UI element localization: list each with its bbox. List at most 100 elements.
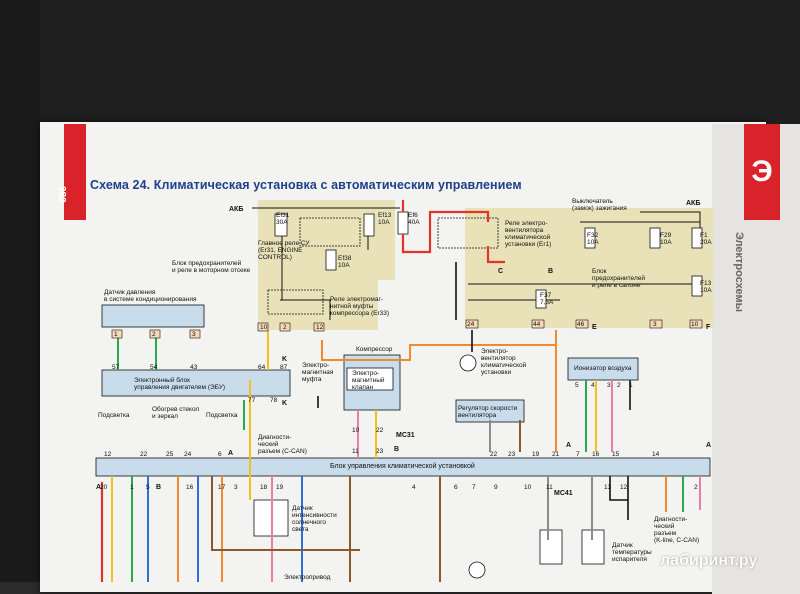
pin-blk-44: 44 — [533, 321, 541, 328]
clutch-label: Электро- магнитная муфта — [302, 362, 334, 383]
valve-label: Электро- магнитный клапан — [352, 370, 385, 391]
pin-bus-6: 6 — [218, 451, 222, 458]
pin-low-6: 6 — [454, 484, 458, 491]
fuse-f32: F32 10A — [587, 232, 599, 246]
blue-wires — [147, 476, 303, 582]
watermark: лабиринт.ру — [660, 552, 758, 569]
backlight1-label: Подсветка — [98, 412, 130, 419]
pin-bus-22b: 22 — [490, 451, 498, 458]
pin-low-12: 12 — [620, 484, 628, 491]
pin-ion-2: 2 — [617, 382, 621, 389]
background-left — [0, 0, 40, 582]
pin-low-7: 7 — [472, 484, 476, 491]
letter-e: E — [592, 324, 597, 331]
fan-relay-label: Реле электро- вентилятора климатической … — [505, 220, 552, 248]
gray-wires — [489, 420, 593, 540]
compressor-label: Компрессор — [356, 346, 393, 353]
fuse-ef31: Ef31 30A — [276, 212, 290, 226]
pin-ecu-64: 64 — [258, 364, 266, 371]
fuse-f13: F13 10A — [700, 280, 712, 294]
pin-low-4: 4 — [412, 484, 416, 491]
pin-blk-24: 24 — [467, 321, 475, 328]
compressor-relay-label: Реле электромаг- нитной муфты компрессор… — [330, 296, 390, 317]
pin-bus-16: 16 — [592, 451, 600, 458]
pin-low-18: 18 — [260, 484, 268, 491]
page-number-tab: 382 — [56, 124, 86, 220]
letter-a3: A — [706, 442, 712, 449]
diag-c-can-label: Диагности- ческий разъем (C-CAN) — [258, 434, 307, 455]
pin-mc-22: 22 — [376, 427, 384, 434]
pin-p-sens-2: 2 — [152, 331, 156, 338]
pin-ecu-77: 77 — [248, 397, 256, 404]
pin-ion-3: 3 — [607, 382, 611, 389]
fuse-f1: F1 20A — [700, 232, 712, 246]
pin-blk-46: 46 — [577, 321, 585, 328]
letter-a4: A — [96, 484, 102, 491]
akb-right-label: АКБ — [686, 200, 701, 207]
pin-bus-12: 12 — [104, 451, 112, 458]
pin-mc-10: 10 — [352, 427, 360, 434]
pin-ecu-2: 2 — [283, 324, 287, 331]
mc31-label: MC31 — [396, 432, 415, 439]
pin-p-sens-1: 1 — [114, 331, 118, 338]
pin-ecu-78: 78 — [270, 397, 278, 404]
pin-ecu-87: 87 — [280, 364, 288, 371]
black-wires — [317, 262, 631, 520]
pin-low-20: 20 — [100, 484, 108, 491]
pin-ecu-57: 57 — [112, 364, 120, 371]
pin-p-sens-3: 3 — [192, 331, 196, 338]
pin-bus-15: 15 — [612, 451, 620, 458]
pin-ion-4: 4 — [591, 382, 595, 389]
letter-f: F — [706, 324, 711, 331]
pin-bus-21: 21 — [552, 451, 560, 458]
fan-motor-label: Электро- вентилятор климатической устано… — [481, 348, 527, 376]
pin-low-9: 9 — [494, 484, 498, 491]
akb-left-label: АКБ — [229, 206, 244, 213]
fuse-ef13: Ef13 10A — [378, 212, 392, 226]
pin-low-17: 17 — [218, 484, 226, 491]
brown-wires — [211, 420, 521, 582]
mc41-label: MC41 — [554, 490, 573, 497]
pink-wires — [271, 380, 701, 582]
letter-a2: A — [566, 442, 572, 449]
pin-low-19: 19 — [276, 484, 284, 491]
ignition-switch-label: Выключатель (замок) зажигания — [572, 198, 627, 212]
letter-b3: B — [156, 484, 162, 491]
pin-ion-1: 1 — [629, 382, 633, 389]
pin-low-3: 3 — [234, 484, 238, 491]
letter-c: C — [498, 268, 504, 275]
pin-low-5: 5 — [146, 484, 150, 491]
pin-bus-7: 7 — [576, 451, 580, 458]
evap-sensor-label: Датчик температуры испарителя — [612, 542, 652, 563]
pin-bus-19: 19 — [532, 451, 540, 458]
section-tab: Э — [744, 124, 780, 220]
pin-bus-23: 23 — [508, 451, 516, 458]
pin-bus-22: 22 — [140, 451, 148, 458]
pressure-sensor-label: Датчик давления в системе кондиционирова… — [104, 289, 197, 303]
fuse-f37: F37 7,5A — [540, 292, 554, 306]
background — [0, 0, 800, 124]
connector-pins — [111, 319, 703, 339]
diag-k-line-label: Диагности- ческий разъем (K-line, C-CAN) — [654, 516, 700, 544]
pin-blk-3: 3 — [653, 321, 657, 328]
ionizer-label: Ионизатор воздуха — [574, 365, 632, 372]
pin-bus-25: 25 — [166, 451, 174, 458]
pin-ecu-10: 10 — [260, 324, 268, 331]
actuator-label: Электропривод — [284, 574, 331, 581]
diagram-title: Схема 24. Климатическая установка с авто… — [90, 178, 522, 192]
letter-b2: B — [394, 446, 400, 453]
fuse-f29: F29 10A — [660, 232, 672, 246]
sun-sensor-label: Датчик интенсивности солнечного света — [292, 505, 337, 533]
ecu-label: Электронный блок управления двигателем (… — [134, 377, 226, 391]
fuse-ef6: Ef6 40A — [408, 212, 420, 226]
letter-b1: B — [548, 268, 554, 275]
cabin-fuse-block-label: Блок предохранителей и реле в салоне — [592, 268, 645, 289]
pin-mc-23: 23 — [376, 448, 384, 455]
pin-low-1: 1 — [130, 484, 134, 491]
fan-regulator-label: Регулятор скорости вентилятора — [458, 405, 518, 419]
defrost-label: Обогрев стекол и зеркал — [152, 406, 200, 420]
fuse-ef38: Ef38 10A — [338, 255, 352, 269]
pin-blk-10: 10 — [691, 321, 699, 328]
pin-low-10: 10 — [524, 484, 532, 491]
